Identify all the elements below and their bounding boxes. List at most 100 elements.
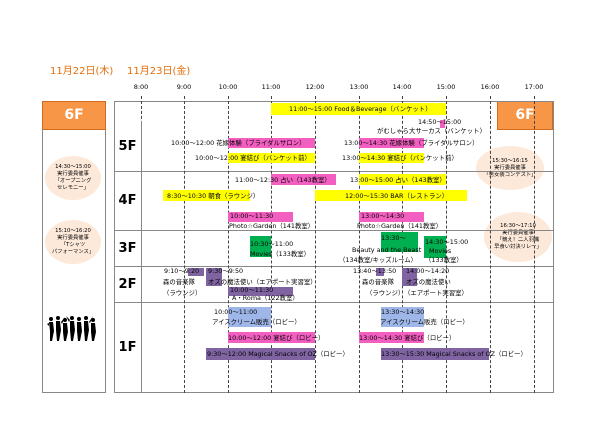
time-tick: 17:00 (524, 83, 544, 91)
event-label: 森の音楽隊 (362, 278, 394, 286)
event-label: （134教室/キッズルーム） (339, 256, 418, 264)
timetable-grid (114, 101, 554, 393)
row-divider (114, 266, 554, 267)
event-label: （133教室） (425, 256, 463, 264)
event-label: 14:00～14:20 (406, 267, 450, 275)
hour-line (446, 96, 447, 393)
event-label: 13:00～15:00 占い（143教室） (350, 176, 446, 184)
event-bar-knot2[interactable] (359, 153, 424, 163)
event-bar-bridal2[interactable] (359, 138, 424, 148)
oval-text: 実行委員催事 (57, 235, 89, 241)
row-divider (114, 171, 554, 172)
event-label: （ラウンジ） (366, 289, 405, 297)
event-bar-breakfast[interactable] (163, 190, 250, 201)
time-tick: 13:00 (349, 83, 369, 91)
time-tick: 12:00 (305, 83, 325, 91)
event-bar-beauty[interactable] (381, 232, 418, 252)
event-label: 9:10～9:20 (164, 267, 200, 275)
event-label: 13:00～14:30 宴結び（バンケット前） (342, 154, 458, 162)
oval-text: 「男女装コンテスト」 (483, 171, 537, 178)
event-label: （エアポート実習室） (404, 289, 468, 297)
floor-label-2f: 2F (114, 266, 142, 302)
oval-tshirt: 15:10～16:20 実行委員催事 「Tシャツ パフォーマンス」 (45, 220, 101, 264)
event-label: 10:00～11:30 (230, 212, 274, 220)
hour-line (490, 96, 491, 393)
event-label: （ラウンジ） (163, 289, 202, 297)
event-bar-magic2[interactable] (381, 348, 489, 360)
event-label: 13:30～15:30 Magical Snacks of OZ（ロビー） (381, 350, 527, 358)
event-label: 10:30～11:00 (250, 240, 294, 248)
event-label: 10:00～12:00 宴結び（ロビー） (228, 334, 325, 342)
hour-line (184, 96, 185, 393)
event-bar-photo1[interactable] (228, 212, 293, 222)
event-label: Photo☆Garden（141教室） (229, 222, 315, 230)
event-label: オズの魔法使い（エアポート実習室） (208, 278, 317, 286)
floor-label-5f: 5F (114, 121, 142, 171)
event-bar-movies1[interactable] (250, 236, 271, 257)
event-bar-photo2[interactable] (359, 212, 424, 222)
hour-line (534, 96, 535, 393)
event-bar-lobby-knot2[interactable] (359, 332, 424, 343)
event-bar-fortune2[interactable] (359, 174, 446, 185)
oval-opening: 14:30～15:00 実行委員催事 「オープニング セレモニー」 (45, 156, 101, 200)
hour-line (315, 96, 316, 393)
floor-label-4f: 4F (114, 171, 142, 230)
oval-text: セレモニー」 (57, 185, 89, 191)
event-bar-music1[interactable] (188, 268, 204, 276)
event-bar-oz1[interactable] (206, 268, 222, 286)
time-tick: 11:00 (261, 83, 281, 91)
time-tick: 9:00 (176, 83, 192, 91)
event-label: Movies（133教室） (250, 250, 311, 258)
dancers-silhouette-icon (47, 316, 96, 341)
event-bar-oz2[interactable] (402, 268, 417, 286)
oval-text: 「Tシャツ (60, 242, 86, 248)
date-day2: 11月23日(金) (127, 66, 191, 77)
oval-text: 「競え！二人羽織 (496, 237, 540, 243)
event-label: 13:30～ (381, 234, 406, 242)
event-bar-aroma[interactable] (228, 287, 293, 296)
oval-text: 「オープニング (54, 178, 92, 184)
event-label: 13:00～14:30 (361, 212, 405, 220)
event-bar-music2[interactable] (376, 268, 384, 276)
event-bar-circus[interactable] (440, 120, 445, 128)
event-bar-bridal1[interactable] (228, 138, 315, 148)
event-bar-bar[interactable] (315, 190, 467, 201)
event-label: 10:00～12:00 花嫁体験（ブライダルサロン） (171, 139, 306, 147)
oval-text: 実行委員催事 (57, 171, 89, 177)
event-label: 13:00～14:30 花嫁体験（ブライダルサロン） (344, 139, 479, 147)
time-tick: 10:00 (218, 83, 238, 91)
event-label: Movies (429, 247, 452, 255)
event-bar-lobby-knot1[interactable] (228, 332, 315, 343)
oval-text: パフォーマンス」 (51, 249, 95, 255)
event-bar-icecream2[interactable] (381, 307, 424, 327)
right-floor-tag: 6F (497, 101, 553, 130)
event-label: A・Roma（122教室） (232, 294, 299, 302)
hour-line (359, 96, 360, 393)
event-bar-movies2[interactable] (424, 236, 446, 258)
event-label: 13:00～14:30 宴結び（ロビー） (359, 334, 456, 342)
event-label: 13:40～13:50 (353, 267, 397, 275)
oval-text: 実行委員催事 (502, 230, 534, 236)
event-label: 10:00～12:00 宴結び（バンケット前） (195, 154, 311, 162)
event-label: 14:30～15:00 (425, 238, 469, 246)
event-bar-magic1[interactable] (206, 348, 315, 360)
hour-line (271, 96, 272, 393)
oval-text: 早食い対決リレー」 (494, 244, 542, 250)
time-tick: 15:00 (436, 83, 456, 91)
event-bar-fortune1[interactable] (271, 174, 336, 185)
event-bar-knot1[interactable] (228, 153, 315, 163)
event-label: Photo☆Garden（141教室） (357, 222, 443, 230)
event-bar-icecream1[interactable] (228, 307, 271, 327)
event-label: 11:00～12:30 占い（143教室） (235, 176, 331, 184)
hour-line (228, 96, 229, 393)
event-label: Beauty and the Beast (352, 246, 422, 254)
event-label: 8:30～10:30 朝食（ラウンジ） (167, 192, 260, 200)
time-tick: 14:00 (392, 83, 412, 91)
event-label: 14:50～15:00 (418, 118, 462, 126)
event-bar-food[interactable] (271, 103, 446, 115)
time-tick: 8:00 (133, 83, 149, 91)
oval-text: 15:10～16:20 (55, 228, 91, 234)
left-floor-tag: 6F (42, 101, 106, 130)
oval-text: 実行委員催事 (494, 164, 526, 171)
event-label: 12:00～15:30 BAR（レストラン） (345, 192, 449, 200)
